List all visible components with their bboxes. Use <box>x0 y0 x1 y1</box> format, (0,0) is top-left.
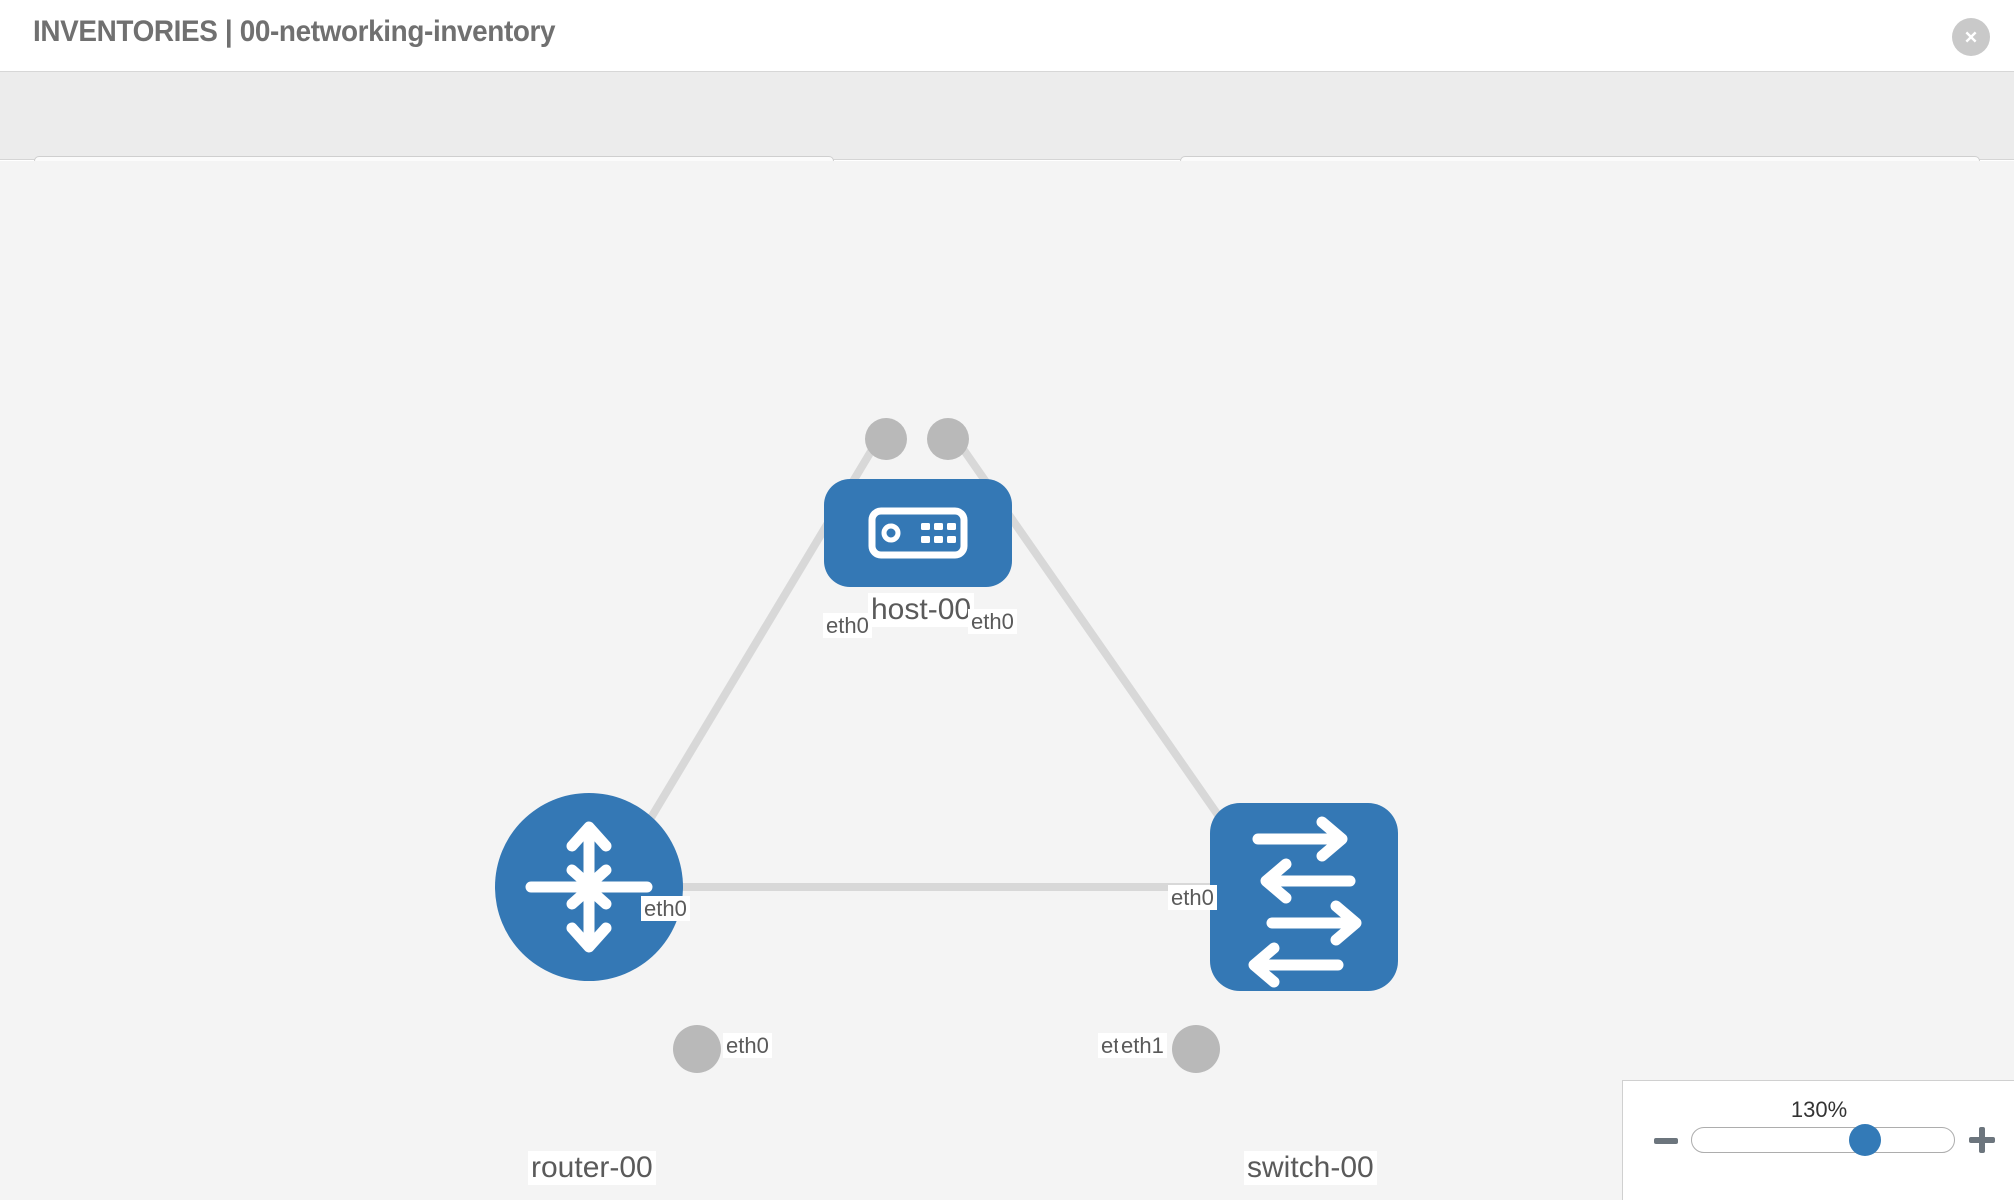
topology-graph <box>495 418 1398 1073</box>
node-router-00[interactable] <box>495 793 683 981</box>
zoom-percent-label: 130% <box>1790 1097 1848 1122</box>
interface-label: eth0 <box>968 609 1017 635</box>
server-icon <box>868 507 968 559</box>
interface-label: eth0 <box>823 613 872 639</box>
zoom-out-button[interactable] <box>1654 1138 1678 1144</box>
zoom-control-panel: 130% <box>1622 1080 2014 1200</box>
toolbar: ACTIONS SEARCH <box>0 72 2014 212</box>
interface-label: eth0 <box>723 1033 772 1059</box>
zoom-slider-track[interactable] <box>1691 1127 1955 1153</box>
node-switch-00[interactable] <box>1210 803 1398 991</box>
interface-label: eth0 <box>641 896 690 922</box>
endpoint-dot <box>1172 1025 1220 1073</box>
interface-label: eth1 <box>1118 1033 1167 1059</box>
interface-label: eth0 <box>1168 885 1217 911</box>
endpoint-dot <box>927 418 969 460</box>
close-button[interactable] <box>1952 18 1990 56</box>
page-header: INVENTORIES | 00-networking-inventory <box>0 0 2014 72</box>
switch-arrows-icon <box>1248 816 1362 988</box>
node-label-router-00: router-00 <box>528 1151 656 1185</box>
node-label-host-00: host-00 <box>868 593 975 627</box>
endpoint-dot <box>673 1025 721 1073</box>
router-arrows-icon <box>525 821 653 953</box>
node-host-00[interactable] <box>824 479 1012 587</box>
zoom-in-button[interactable] <box>1969 1127 1995 1153</box>
page-title: INVENTORIES | 00-networking-inventory <box>33 15 556 48</box>
topology-canvas[interactable]: host-00 router-00 switch-00 eth0 eth0 et… <box>0 161 2014 1200</box>
node-label-switch-00: switch-00 <box>1244 1151 1377 1185</box>
endpoint-dot <box>865 418 907 460</box>
zoom-slider-thumb[interactable] <box>1849 1124 1881 1156</box>
close-icon <box>1965 31 1977 43</box>
